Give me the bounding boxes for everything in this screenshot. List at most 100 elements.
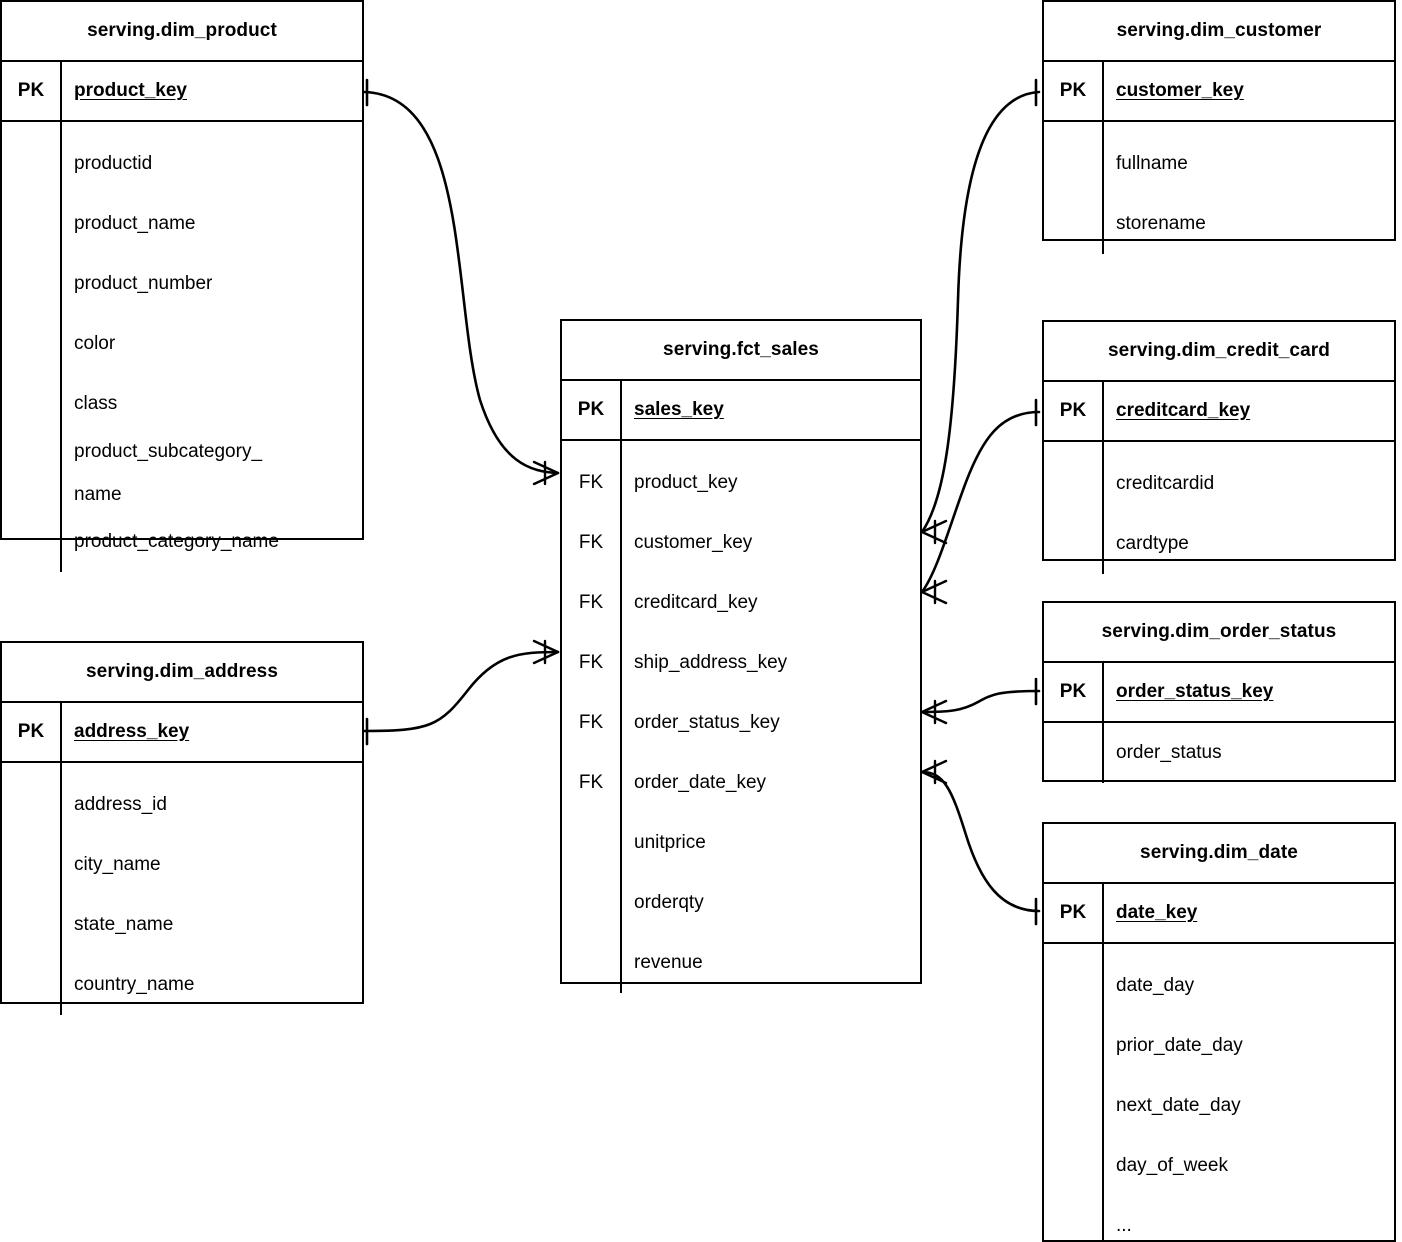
attribute-column: date_day prior_date_day next_date_day da… [1104, 944, 1394, 1242]
attribute-product-number: product_number [74, 273, 213, 294]
tag-cell [2, 895, 60, 955]
attribute-rows-dim-credit-card: creditcardid cardtype [1044, 442, 1394, 574]
entity-dim-customer[interactable]: serving.dim_customer PK customer_key ful… [1042, 0, 1396, 254]
pk-row-dim-order-status: PK order_status_key [1044, 663, 1394, 723]
fk-tag-creditcard-key: FK [578, 592, 604, 613]
relationship-customer [920, 90, 1041, 534]
entity-dim-date[interactable]: serving.dim_date PK date_key date_day pr… [1042, 822, 1396, 1242]
attribute-line-2: name [74, 483, 122, 505]
crowsfoot-orderstatus [920, 699, 948, 725]
attribute-ellipsis: ... [1116, 1215, 1132, 1236]
tag-cell [2, 194, 60, 254]
attribute-city-name: city_name [74, 854, 161, 875]
pk-row-fct-sales: PK sales_key [562, 381, 920, 441]
fk-tag-order-date-key: FK [578, 772, 604, 793]
entity-dim-order-status[interactable]: serving.dim_order_status PK order_status… [1042, 601, 1396, 783]
attribute-column: address_id city_name state_name country_… [62, 763, 362, 1015]
tag-cell [2, 374, 60, 434]
pk-tag: PK [562, 381, 622, 439]
tag-cell [1044, 723, 1102, 783]
attribute-order-date-key: order_date_key [634, 772, 767, 793]
attribute-rows-dim-order-status: order_status [1044, 723, 1394, 783]
entity-title-fct-sales: serving.fct_sales [562, 321, 920, 381]
entity-dim-credit-card[interactable]: serving.dim_credit_card PK creditcard_ke… [1042, 320, 1396, 574]
attribute-productid: productid [74, 153, 153, 174]
attribute-cardtype: cardtype [1116, 533, 1189, 554]
attribute-orderqty: orderqty [634, 892, 704, 913]
tag-cell [562, 933, 620, 993]
entity-title-dim-customer: serving.dim_customer [1044, 2, 1394, 62]
attribute-rows-dim-address: address_id city_name state_name country_… [2, 763, 362, 1015]
pk-tag: PK [2, 703, 62, 761]
entity-dim-address[interactable]: serving.dim_address PK address_key addre… [0, 641, 364, 1015]
tag-cell [1044, 194, 1102, 254]
fk-tag-product-key: FK [578, 472, 604, 493]
tag-cell [2, 955, 60, 1015]
pk-field-name: creditcard_key [1116, 400, 1251, 421]
attribute-rows-dim-customer: fullname storename [1044, 122, 1394, 254]
attribute-order-status-key: order_status_key [634, 712, 780, 733]
crowsfoot-creditcard [920, 579, 948, 605]
tag-cell [1044, 1016, 1102, 1076]
pk-field-name: address_key [74, 721, 190, 742]
attribute-prior-date-day: prior_date_day [1116, 1035, 1243, 1056]
tag-cell [1044, 454, 1102, 514]
pk-row-dim-date: PK date_key [1044, 884, 1394, 944]
pk-field-name: date_key [1116, 902, 1198, 923]
attribute-column: creditcardid cardtype [1104, 442, 1394, 574]
entity-fct-sales[interactable]: serving.fct_sales PK sales_key FK FK FK … [560, 319, 922, 993]
tag-cell [2, 434, 60, 512]
entity-dim-product[interactable]: serving.dim_product PK product_key produ… [0, 0, 364, 572]
tag-cell [2, 512, 60, 572]
tag-cell [1044, 956, 1102, 1016]
attribute-rows-dim-date: date_day prior_date_day next_date_day da… [1044, 944, 1394, 1242]
attribute-color: color [74, 333, 116, 354]
tag-column [2, 763, 62, 1015]
tag-column [2, 122, 62, 572]
tag-cell [1044, 134, 1102, 194]
attribute-order-status: order_status [1116, 742, 1222, 763]
attribute-fullname: fullname [1116, 153, 1188, 174]
tag-cell [1044, 1136, 1102, 1196]
pk-field-name: sales_key [634, 399, 724, 420]
attribute-product-name: product_name [74, 213, 196, 234]
attribute-storename: storename [1116, 213, 1206, 234]
pk-tag: PK [1044, 62, 1104, 120]
crowsfoot-date [920, 759, 948, 785]
attribute-class: class [74, 393, 118, 414]
entity-title-dim-date: serving.dim_date [1044, 824, 1394, 884]
attribute-product-category-name: product_category_name [74, 531, 279, 552]
pk-row-dim-product: PK product_key [2, 62, 362, 122]
attribute-country-name: country_name [74, 974, 195, 995]
attribute-creditcard-key: creditcard_key [634, 592, 758, 613]
pk-tag: PK [1044, 663, 1104, 721]
attribute-date-day: date_day [1116, 975, 1195, 996]
attribute-column: order_status [1104, 723, 1394, 783]
entity-title-dim-credit-card: serving.dim_credit_card [1044, 322, 1394, 382]
entity-title-dim-order-status: serving.dim_order_status [1044, 603, 1394, 663]
tag-cell [562, 873, 620, 933]
pk-tag: PK [1044, 382, 1104, 440]
tag-cell [562, 813, 620, 873]
relationship-orderstatus [920, 689, 1041, 714]
relationship-product [362, 90, 560, 475]
relationship-creditcard [920, 410, 1041, 594]
attribute-column: fullname storename [1104, 122, 1394, 254]
attribute-customer-key: customer_key [634, 532, 753, 553]
pk-field-name: customer_key [1116, 80, 1244, 101]
attribute-state-name: state_name [74, 914, 174, 935]
pk-field-name: product_key [74, 80, 187, 101]
attribute-rows-dim-product: productid product_name product_number co… [2, 122, 362, 572]
crowsfoot-customer [920, 519, 948, 545]
tag-cell [1044, 1076, 1102, 1136]
tag-column [1044, 122, 1104, 254]
attribute-ship-address-key: ship_address_key [634, 652, 788, 673]
fk-tag-order-status-key: FK [578, 712, 604, 733]
attribute-column: productid product_name product_number co… [62, 122, 362, 572]
fk-tag-ship-address-key: FK [578, 652, 604, 673]
tag-cell [2, 134, 60, 194]
attribute-line-1: product_subcategory_ [74, 441, 263, 463]
tag-cell [1044, 514, 1102, 574]
pk-field-name: order_status_key [1116, 681, 1274, 702]
